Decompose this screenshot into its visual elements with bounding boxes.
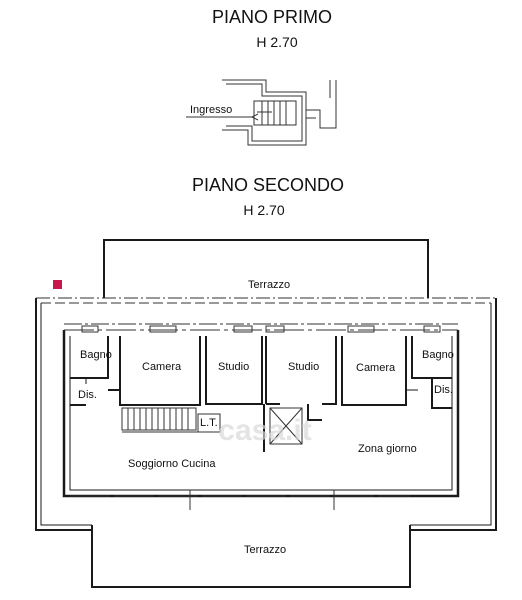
first-floor-height: H 2.70 bbox=[256, 34, 297, 50]
first-floor-title: PIANO PRIMO bbox=[212, 7, 332, 27]
second-floor-height: H 2.70 bbox=[243, 202, 284, 218]
zona-giorno-label: Zona giorno bbox=[358, 443, 417, 455]
studio-right-label: Studio bbox=[288, 361, 319, 373]
camera-left-label: Camera bbox=[142, 361, 182, 373]
terrazzo-top-label: Terrazzo bbox=[248, 279, 290, 291]
second-floor-plan bbox=[35, 239, 497, 588]
bagno-right-label: Bagno bbox=[422, 349, 454, 361]
watermark-logo: casa.it bbox=[218, 414, 311, 447]
ingresso-label: Ingresso bbox=[190, 104, 232, 116]
first-floor-entrance-plan bbox=[186, 79, 337, 146]
marker-square bbox=[53, 280, 62, 289]
studio-left-label: Studio bbox=[218, 361, 249, 373]
second-floor-title: PIANO SECONDO bbox=[192, 175, 344, 195]
bagno-left-label: Bagno bbox=[80, 349, 112, 361]
dis-left-label: Dis. bbox=[78, 389, 97, 401]
dis-right-label: Dis. bbox=[434, 384, 453, 396]
soggiorno-cucina-label: Soggiorno Cucina bbox=[128, 458, 216, 470]
camera-right-label: Camera bbox=[356, 362, 396, 374]
lt-label: L.T. bbox=[200, 417, 218, 429]
terrazzo-bottom-label: Terrazzo bbox=[244, 544, 286, 556]
